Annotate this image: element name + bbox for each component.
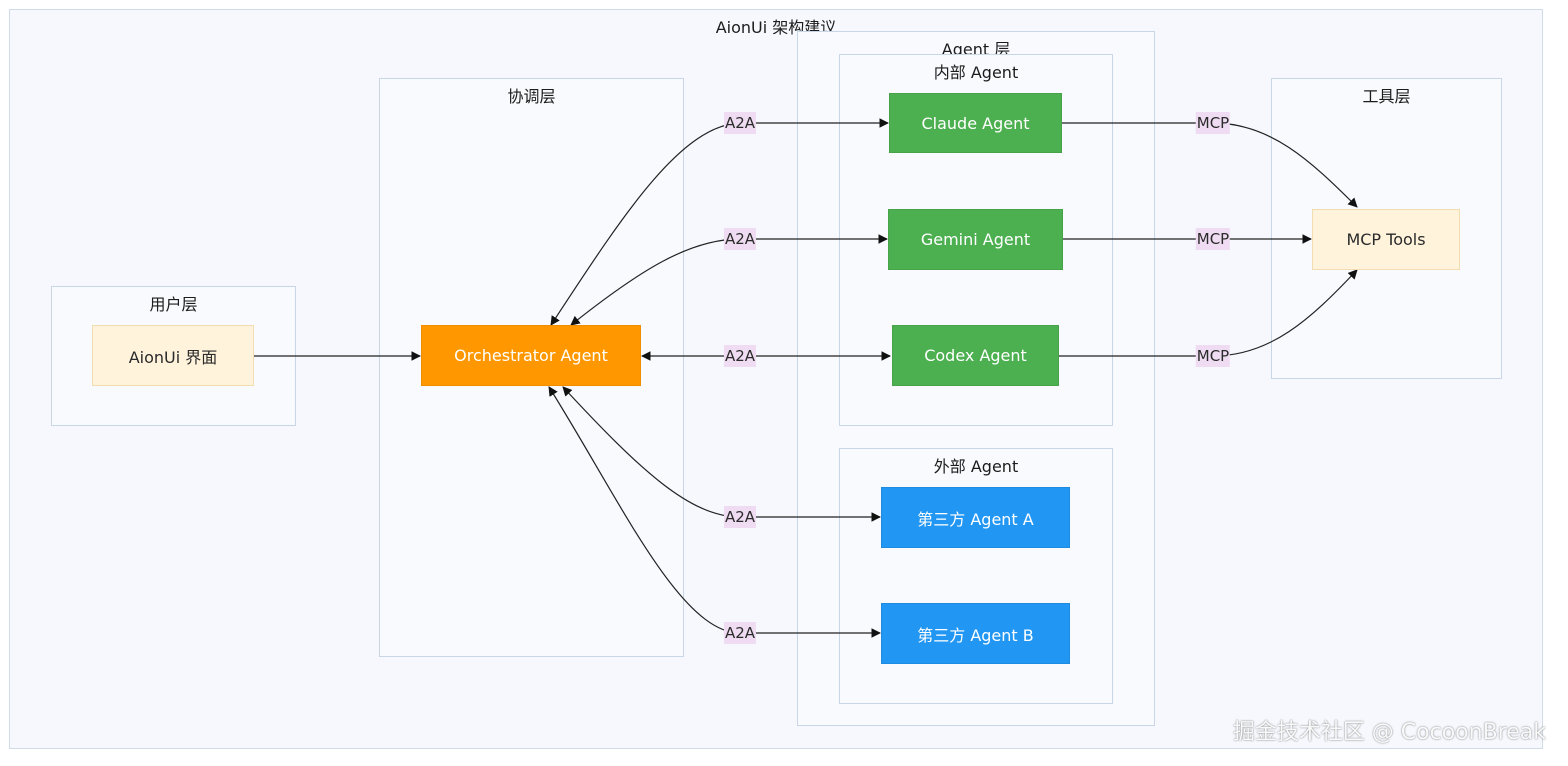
node-orchestrator-agent[interactable]: Orchestrator Agent: [421, 325, 641, 386]
edge-label-a2a-gemini: A2A: [723, 228, 757, 250]
node-claude-agent[interactable]: Claude Agent: [889, 93, 1062, 153]
group-coordination-layer-title: 协调层: [507, 87, 556, 106]
node-third-party-agent-a[interactable]: 第三方 Agent A: [881, 487, 1070, 548]
edge-claude-to-mcp: [1062, 122, 1358, 208]
edge-label-a2a-claude: A2A: [723, 112, 757, 134]
node-aionui-interface[interactable]: AionUi 界面: [92, 325, 254, 386]
group-external-agents-title: 外部 Agent: [933, 457, 1019, 476]
edge-label-a2a-third-b: A2A: [723, 622, 757, 644]
edge-label-mcp-gemini: MCP: [1195, 228, 1231, 250]
watermark: 掘金技术社区 @ CocoonBreak: [1232, 720, 1546, 745]
node-codex-agent[interactable]: Codex Agent: [892, 325, 1059, 386]
edge-orchestrator-third-a: [562, 386, 881, 522]
edge-orchestrator-claude: [550, 118, 889, 326]
edge-label-a2a-codex: A2A: [723, 345, 757, 367]
edge-orchestrator-gemini: [570, 234, 888, 326]
group-tools-layer-title: 工具层: [1362, 87, 1411, 106]
node-mcp-tools[interactable]: MCP Tools: [1312, 209, 1460, 270]
node-third-party-agent-b[interactable]: 第三方 Agent B: [881, 603, 1070, 664]
group-internal-agents-title: 内部 Agent: [933, 63, 1019, 82]
edge-label-mcp-claude: MCP: [1195, 112, 1231, 134]
edge-codex-to-mcp: [1059, 269, 1358, 357]
node-gemini-agent[interactable]: Gemini Agent: [888, 209, 1063, 270]
edge-label-a2a-third-a: A2A: [723, 506, 757, 528]
group-user-layer-title: 用户层: [149, 295, 198, 314]
edge-label-mcp-codex: MCP: [1195, 345, 1231, 367]
